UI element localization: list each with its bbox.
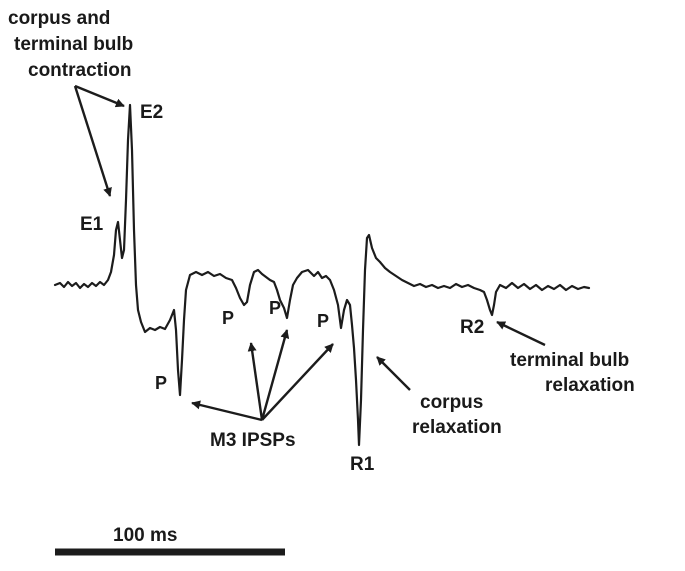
- arrow-to-e1: [73, 85, 112, 197]
- arrow-corpus-relaxation: [376, 356, 411, 391]
- arrow-ipsp-3: [260, 329, 290, 421]
- terminal-bulb-relaxation-line2: relaxation: [545, 375, 635, 396]
- arrow-terminal-bulb-relaxation: [496, 320, 546, 347]
- p-label-2: P: [222, 308, 234, 328]
- terminal-bulb-relaxation-line1: terminal bulb: [510, 350, 629, 371]
- e1-label: E1: [80, 214, 104, 235]
- r1-label: R1: [350, 454, 375, 475]
- scale-bar-label: 100 ms: [113, 525, 177, 546]
- arrow-to-e2: [74, 84, 125, 108]
- epg-trace-line: [53, 103, 591, 447]
- p-label-4: P: [317, 311, 329, 331]
- r2-label: R2: [460, 317, 484, 338]
- e2-label: E2: [140, 102, 163, 123]
- m3-ipsps-label: M3 IPSPs: [210, 430, 296, 451]
- corpus-relaxation-line2: relaxation: [412, 417, 502, 438]
- arrow-ipsp-4: [261, 343, 334, 421]
- p-label-1: P: [155, 373, 167, 393]
- arrow-ipsp-2: [247, 342, 264, 421]
- p-label-3: P: [269, 298, 281, 318]
- contraction-label-line3: contraction: [28, 60, 131, 81]
- corpus-relaxation-line1: corpus: [420, 392, 483, 413]
- contraction-label-line1: corpus and: [8, 8, 110, 29]
- arrow-ipsp-1: [191, 400, 263, 422]
- contraction-label-line2: terminal bulb: [14, 34, 133, 55]
